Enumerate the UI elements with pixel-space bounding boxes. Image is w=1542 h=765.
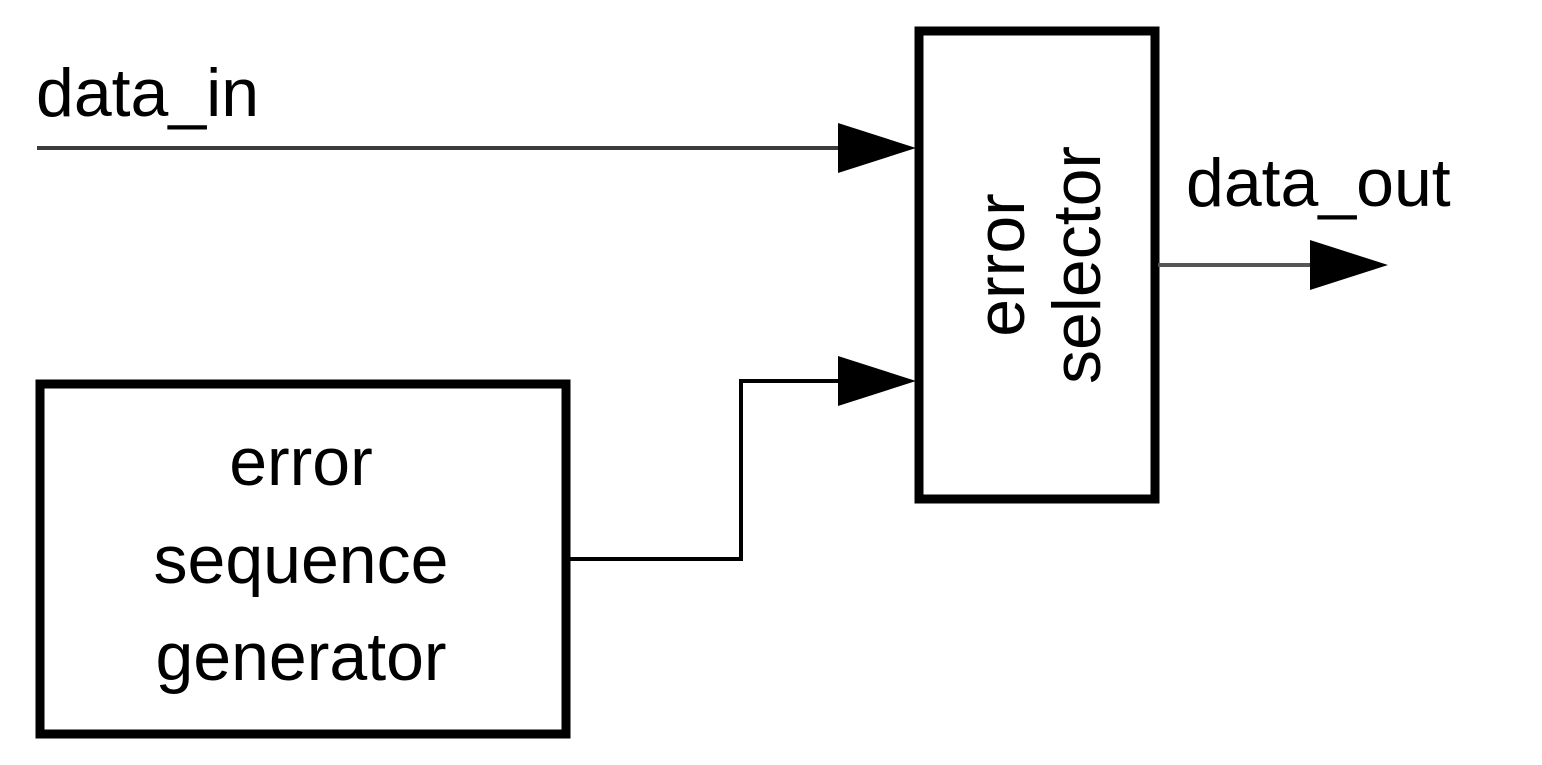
data-out-arrowhead: [1310, 240, 1388, 290]
error-selector-label: error selector: [963, 146, 1115, 384]
data-out-label: data_out: [1186, 145, 1451, 221]
generator-label-line-3: generator: [155, 619, 446, 695]
generator-label-line-2: sequence: [154, 522, 449, 598]
error-selector-block: [914, 26, 1160, 504]
data-in-label: data_in: [36, 55, 259, 131]
error-selector-label-line-2: selector: [1039, 146, 1115, 384]
data-in-arrowhead: [838, 123, 916, 173]
generator-to-selector-arrowhead: [838, 356, 916, 406]
error-selector-label-line-1: error: [963, 193, 1039, 337]
generator-to-selector-wire: [570, 379, 840, 561]
generator-label-line-1: error: [229, 424, 373, 500]
error-sequence-generator-block: [35, 379, 571, 739]
